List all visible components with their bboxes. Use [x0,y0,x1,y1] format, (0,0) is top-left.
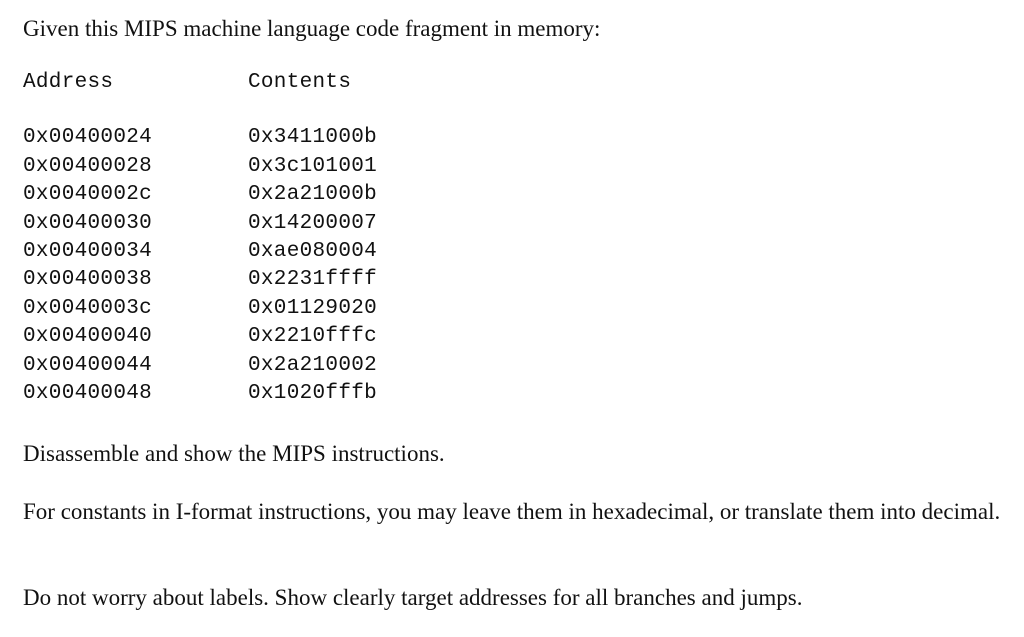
contents-cell: 0x1020fffb [248,381,378,405]
address-cell: 0x00400028 [23,154,153,178]
contents-cell: 0x14200007 [248,211,378,235]
table-row: 0x0040003c 0x01129020 [23,295,548,323]
table-body: 0x00400024 0x3411000b 0x00400028 0x3c101001… [23,124,548,408]
table-row: 0x00400040 0x2210fffc [23,323,548,351]
address-cell: 0x00400044 [23,353,153,377]
address-cell: 0x00400040 [23,325,153,349]
table-row: 0x00400030 0x14200007 [23,210,548,238]
address-cell: 0x0040003c [23,296,153,320]
contents-cell: 0x3411000b [248,126,378,150]
address-cell: 0x00400024 [23,126,153,150]
table-row: 0x00400044 0x2a210002 [23,352,548,380]
table-row: 0x00400034 0xae080004 [23,238,548,266]
instruction-constants: For constants in I-format instructions, … [23,499,1001,524]
contents-cell: 0xae080004 [248,239,378,263]
contents-cell: 0x2210fffc [248,325,378,349]
table-row: 0x00400038 0x2231ffff [23,266,548,294]
address-cell: 0x0040002c [23,183,153,207]
contents-cell: 0x2a210002 [248,353,378,377]
instruction-disassemble: Disassemble and show the MIPS instructio… [23,441,445,466]
table-row: 0x00400048 0x1020fffb [23,380,548,408]
table-row: 0x0040002c 0x2a21000b [23,181,548,209]
contents-cell: 0x2231ffff [248,268,378,292]
contents-cell: 0x2a21000b [248,183,378,207]
table-row: 0x00400024 0x3411000b [23,124,548,152]
intro-text: Given this MIPS machine language code fr… [23,16,601,41]
address-cell: 0x00400034 [23,239,153,263]
address-column-header: Address [23,71,114,94]
address-cell: 0x00400038 [23,268,153,292]
contents-cell: 0x3c101001 [248,154,378,178]
table-header: Address Contents [23,69,548,97]
table-row: 0x00400028 0x3c101001 [23,153,548,181]
contents-cell: 0x01129020 [248,296,378,320]
address-cell: 0x00400048 [23,381,153,405]
instruction-labels: Do not worry about labels. Show clearly … [23,585,803,610]
address-cell: 0x00400030 [23,211,153,235]
contents-column-header: Contents [248,71,352,94]
